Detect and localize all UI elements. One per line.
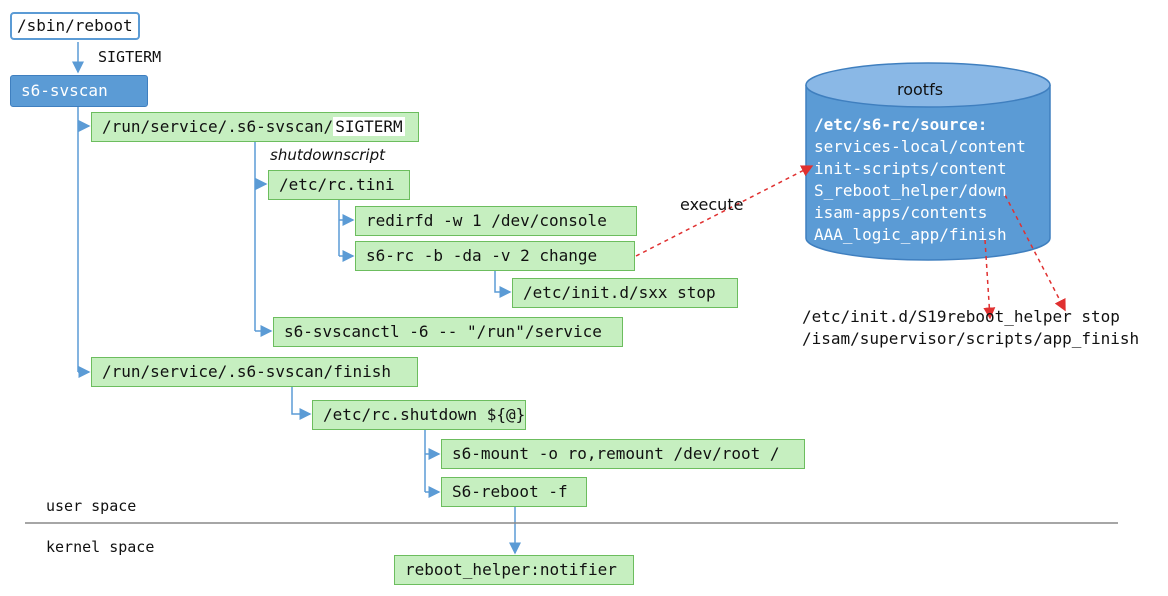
initd-sxx-node: /etc/init.d/sxx stop bbox=[512, 278, 738, 308]
output-line-2: /isam/supervisor/scripts/app_finish bbox=[802, 329, 1140, 348]
user-space-label: user space bbox=[46, 497, 137, 515]
execute-arrow bbox=[635, 165, 814, 257]
reboot-node: /sbin/reboot bbox=[10, 12, 140, 40]
svscan-sigterm-node: /run/service/.s6-svscan/SIGTERM bbox=[91, 112, 419, 142]
rootfs-cylinder bbox=[805, 62, 1051, 261]
rc-tini-node: /etc/rc.tini bbox=[268, 170, 410, 200]
rootfs-item: isam-apps/contents bbox=[814, 203, 988, 222]
rootfs-title: rootfs bbox=[897, 80, 944, 99]
s6-reboot-node: S6-reboot -f bbox=[441, 477, 587, 507]
rootfs-item: AAA_logic_app/finish bbox=[814, 225, 1007, 244]
rc-shutdown-node: /etc/rc.shutdown ${@} bbox=[312, 400, 526, 430]
rootfs-item: init-scripts/content bbox=[814, 159, 1007, 178]
s6-rc-change-node: s6-rc -b -da -v 2 change bbox=[355, 241, 635, 271]
svscan-sigterm-path: /run/service/.s6-svscan/ bbox=[102, 117, 334, 136]
svscan-finish-node: /run/service/.s6-svscan/finish bbox=[91, 357, 418, 387]
shutdownscript-label: shutdownscript bbox=[270, 146, 385, 164]
rootfs-heading: /etc/s6-rc/source: bbox=[814, 115, 988, 134]
output-arrow-2 bbox=[1004, 194, 1066, 312]
output-line-1: /etc/init.d/S19reboot_helper stop bbox=[802, 307, 1120, 326]
redirfd-node: redirfd -w 1 /dev/console bbox=[355, 206, 637, 236]
execute-label: execute bbox=[680, 195, 744, 214]
svscan-sigterm-signal: SIGTERM bbox=[333, 117, 405, 136]
output-arrow-1 bbox=[983, 239, 996, 320]
sigterm-label: SIGTERM bbox=[98, 48, 162, 66]
s6-mount-node: s6-mount -o ro,remount /dev/root / bbox=[441, 439, 805, 469]
svscanctl-node: s6-svscanctl -6 -- "/run"/service bbox=[273, 317, 623, 347]
reboot-helper-node: reboot_helper:notifier bbox=[394, 555, 634, 585]
kernel-space-label: kernel space bbox=[46, 538, 155, 556]
rootfs-item: services-local/content bbox=[814, 137, 1026, 156]
arrow-to-sxx bbox=[494, 270, 512, 298]
rootfs-item: S_reboot_helper/down bbox=[814, 181, 1007, 200]
s6-svscan-node: s6-svscan bbox=[10, 75, 148, 107]
arrow-to-rc-shutdown bbox=[291, 386, 312, 420]
